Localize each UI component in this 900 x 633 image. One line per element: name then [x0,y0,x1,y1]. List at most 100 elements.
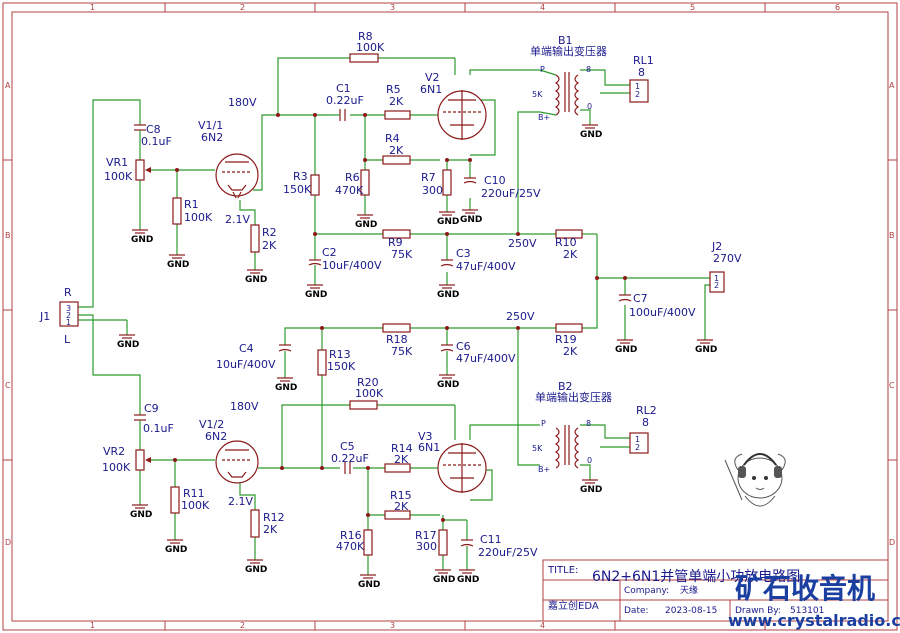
value-v1-2: 6N2 [205,430,227,443]
value-r15: 2K [394,500,409,513]
r5-body [384,110,411,120]
svg-text:GND: GND [355,220,377,230]
r8-body [349,53,379,63]
value-rl1: 8 [638,66,645,79]
label-j1: J1 [39,310,50,323]
value-r8: 100K [356,41,385,54]
r15-body [384,510,411,520]
value-c7: 100uF/400V [629,306,696,319]
tube-v2 [437,90,487,140]
r4-body [382,155,411,165]
gnd-r12 [247,559,263,564]
svg-text:1: 1 [635,82,640,91]
gnd-r17 [435,569,451,574]
gnd-j1 [119,334,135,339]
label-250v-upper: 250V [508,237,537,250]
label-rl2: RL2 [636,404,657,417]
label-c3: C3 [456,247,471,260]
r19-body [555,323,583,333]
value-r3: 150K [283,183,312,196]
value-r18: 75K [391,345,413,358]
gnd-r6 [357,214,373,219]
label-180v-upper: 180V [228,96,257,109]
gnd-c2 [307,284,323,289]
col-label-3-bottom: 3 [390,621,395,630]
svg-text:1: 1 [714,274,719,283]
svg-text:2: 2 [635,90,640,99]
inner-frame [11,11,889,622]
label-r5: R5 [386,83,401,96]
value-rl2: 8 [642,416,649,429]
svg-text:GND: GND [167,260,189,270]
svg-text:GND: GND [433,575,455,585]
value-c3: 47uF/400V [456,260,516,273]
date-value: 2023-08-15 [665,606,717,616]
mascot-drawing [724,453,786,507]
value-r13: 150K [327,360,356,373]
label-c10: C10 [484,174,506,187]
value-r11: 100K [181,499,210,512]
r7-body [442,169,452,196]
label-c8: C8 [146,123,161,136]
value-c6: 47uF/400V [456,352,516,365]
value-v3: 6N1 [418,441,440,454]
label-j1-l: L [64,333,71,346]
label-r17: R17 [415,529,437,542]
label-c7: C7 [633,292,648,305]
b1-pin-8: 8 [586,65,591,74]
r18-body [382,323,411,333]
value-r5: 2K [389,95,404,108]
tube-v3 [437,443,487,493]
svg-text:GND: GND [117,340,139,350]
label-r7: R7 [421,171,436,184]
value-r14: 2K [394,453,409,466]
svg-text:2: 2 [66,311,71,320]
svg-text:GND: GND [437,217,459,227]
svg-text:2: 2 [635,443,640,452]
svg-text:GND: GND [130,510,152,520]
wires-upper [78,57,718,340]
label-b2: B2 [558,380,573,393]
desc-b1: 单端输出变压器 [530,44,607,58]
value-r2: 2K [262,239,277,252]
value-r12: 2K [263,523,278,536]
label-v3: V3 [418,430,433,443]
gnd-r1 [169,254,185,259]
company-label: Company: [624,586,669,596]
value-c9: 0.1uF [143,422,174,435]
value-c11: 220uF/25V [478,546,538,559]
value-r7: 300 [422,184,443,197]
col-label-5: 5 [690,3,695,12]
r9-body [382,229,411,239]
label-vr2: VR2 [103,445,125,458]
gnd-c7 [617,339,633,344]
r6-body [360,169,370,196]
col-label-1: 1 [90,3,95,12]
title-text: 6N2+6N1并管单端小功放电路图 [592,569,800,585]
label-c2: C2 [322,246,337,259]
label-r4: R4 [385,132,400,145]
b2-bplus: B+ [538,465,550,474]
label-2-1v-upper: 2.1V [225,213,250,226]
label-v2: V2 [425,71,440,84]
svg-text:GND: GND [165,545,187,555]
r11-body [170,486,180,514]
value-r10: 2K [563,248,578,261]
label-2-1v-lower: 2.1V [228,495,253,508]
r16-body [363,529,373,556]
j2-body [709,271,725,293]
title-block: TITLE: 6N2+6N1并管单端小功放电路图 Company: 天缘 嘉立创… [542,559,889,622]
value-c4: 10uF/400V [216,358,276,371]
ground-symbols [119,124,713,579]
value-r1: 100K [184,211,213,224]
r2-body [250,224,260,253]
value-r20: 100K [355,387,384,400]
row-label-c: C [5,381,11,390]
gnd-c11 [459,569,475,574]
gnd-vr1 [132,229,148,234]
gnd-labels: GND GND GND GND GND GND GND GND GND GND … [117,130,717,590]
rl2-body [629,432,649,454]
label-r11: R11 [183,487,205,500]
gnd-b2 [582,479,598,484]
